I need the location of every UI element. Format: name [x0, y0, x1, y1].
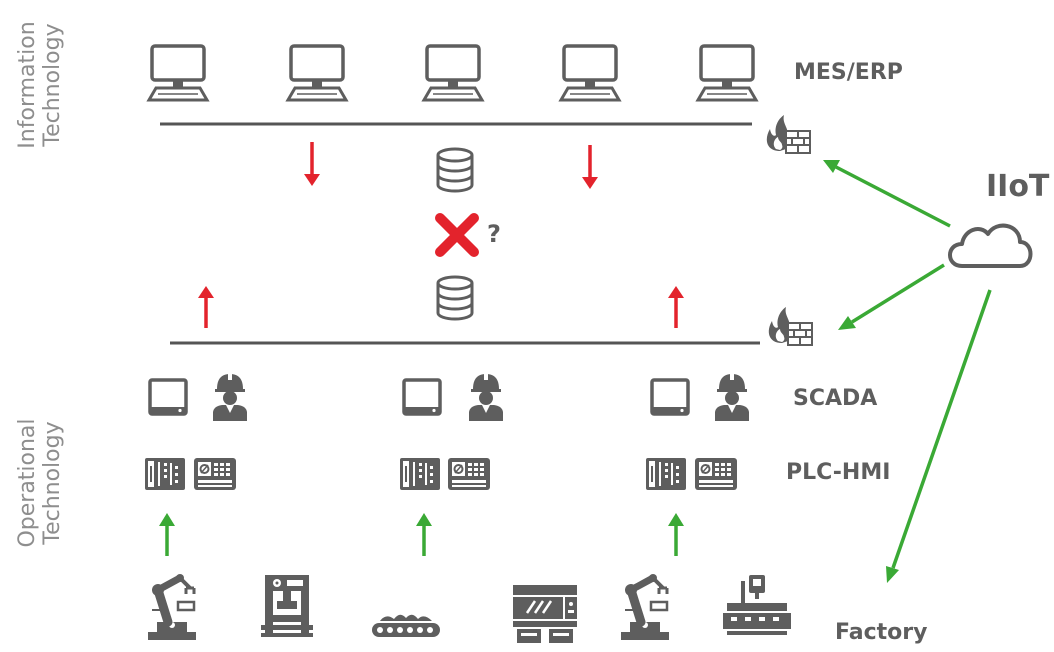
operator-icon: [213, 374, 247, 421]
monitor-icon: [650, 378, 690, 416]
iiot-arrow-to-ot-firewall: [838, 263, 945, 330]
desktop-computer-icon: [422, 44, 484, 102]
database-icon: [436, 147, 474, 193]
desktop-computer-icon: [147, 44, 209, 102]
ot-side-label-line1: Operational: [15, 418, 40, 548]
plc-icon: [145, 458, 185, 490]
iiot-arrow-to-it-firewall: [823, 160, 951, 228]
cloud-icon: [948, 223, 1033, 268]
press-machine-icon: [261, 575, 313, 637]
operator-icon: [469, 374, 503, 421]
desktop-computer-icon: [696, 44, 758, 102]
scada-group: [148, 374, 749, 421]
it-side-label-line1: Information: [15, 21, 40, 149]
it-computers-group: [147, 44, 758, 102]
plc-hmi-label: PLC-HMI: [786, 460, 891, 485]
iiot-label: IIoT: [986, 169, 1050, 204]
plc-hmi-group: [145, 457, 738, 491]
cnc-machine-icon: [511, 583, 579, 645]
monitor-icon: [402, 378, 442, 416]
robot-arm-icon: [148, 574, 196, 640]
operator-icon: [715, 374, 749, 421]
plc-icon: [400, 458, 440, 490]
database-icon: [436, 275, 474, 321]
mes-erp-label: MES/ERP: [794, 60, 903, 85]
iiot-arrow-to-factory: [886, 289, 992, 583]
firewall-icon: [765, 114, 811, 154]
hmi-icon: [193, 457, 237, 491]
red-arrow-up: [198, 286, 214, 328]
scada-label: SCADA: [793, 386, 878, 411]
blocked-x-icon: [435, 213, 479, 257]
ot-side-label-line2: Technology: [40, 421, 65, 545]
green-arrow-up: [159, 513, 175, 556]
robot-arm-icon: [621, 574, 669, 640]
green-arrow-up: [668, 513, 684, 556]
hmi-icon: [694, 457, 738, 491]
red-arrow-up: [668, 286, 684, 328]
red-arrow-down: [304, 142, 320, 186]
milling-machine-icon: [721, 573, 793, 637]
desktop-computer-icon: [559, 44, 621, 102]
plc-icon: [646, 458, 686, 490]
it-side-label: Information Technology: [15, 0, 65, 170]
monitor-icon: [148, 378, 188, 416]
red-arrow-down: [582, 145, 598, 189]
conveyor-icon: [372, 614, 440, 637]
it-side-label-line2: Technology: [40, 23, 65, 147]
factory-group: [148, 573, 793, 645]
firewall-icon: [767, 306, 813, 346]
ot-side-label: Operational Technology: [15, 398, 65, 568]
desktop-computer-icon: [286, 44, 348, 102]
green-arrow-up: [416, 513, 432, 556]
hmi-icon: [447, 457, 491, 491]
factory-label: Factory: [835, 620, 928, 645]
question-mark: ?: [487, 220, 501, 248]
